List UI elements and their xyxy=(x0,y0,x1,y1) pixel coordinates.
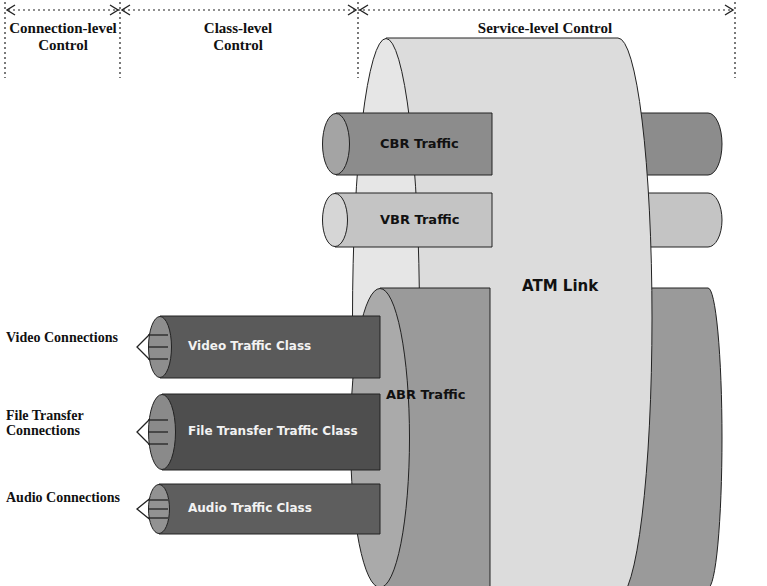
pipe-cylinder: File Transfer Traffic Class xyxy=(148,394,380,470)
pipe-label: File Transfer Traffic Class xyxy=(188,425,368,439)
pipe-cylinder: VBR Traffic xyxy=(322,193,492,247)
pipe-label: VBR Traffic xyxy=(380,213,488,228)
connection-line xyxy=(148,419,168,420)
pipe-label: CBR Traffic xyxy=(380,137,488,152)
connection-label: Video Connections xyxy=(6,330,124,345)
cylinder-end xyxy=(323,114,350,175)
pipe-label: Video Traffic Class xyxy=(188,340,368,354)
section-heading: Service-level Control xyxy=(400,20,690,37)
connection-line xyxy=(148,517,168,518)
section-heading: Class-level Control xyxy=(178,20,298,53)
connection-line xyxy=(148,508,168,509)
cylinder-body xyxy=(336,113,492,175)
cylinder-body xyxy=(160,316,380,378)
section-heading: Connection-level Control xyxy=(8,20,118,53)
cylinder-end xyxy=(149,395,176,470)
cylinder-end xyxy=(323,194,348,247)
pipe-cylinder: CBR Traffic xyxy=(322,113,492,175)
connection-line xyxy=(148,358,168,359)
pipe-label: Audio Traffic Class xyxy=(188,502,368,516)
span-arrowheads xyxy=(7,5,733,15)
cylinder-end xyxy=(149,485,170,534)
pipe-cylinder: Video Traffic Class xyxy=(148,316,380,378)
connection-line xyxy=(148,334,168,335)
connection-line xyxy=(148,431,168,432)
connection-line xyxy=(148,346,168,347)
cylinder-body xyxy=(335,193,492,247)
connection-label: File Transfer Connections xyxy=(6,408,124,439)
cylinder-body xyxy=(162,394,380,470)
cylinder-body xyxy=(159,484,380,534)
connection-label: Audio Connections xyxy=(6,490,124,505)
pipe-label: ATM Link xyxy=(522,278,632,295)
pipe-label: ABR Traffic xyxy=(386,388,486,403)
connection-line xyxy=(148,443,168,444)
connection-line xyxy=(148,499,168,500)
pipe-cylinder: Audio Traffic Class xyxy=(148,484,380,534)
cylinder-end xyxy=(149,317,172,378)
